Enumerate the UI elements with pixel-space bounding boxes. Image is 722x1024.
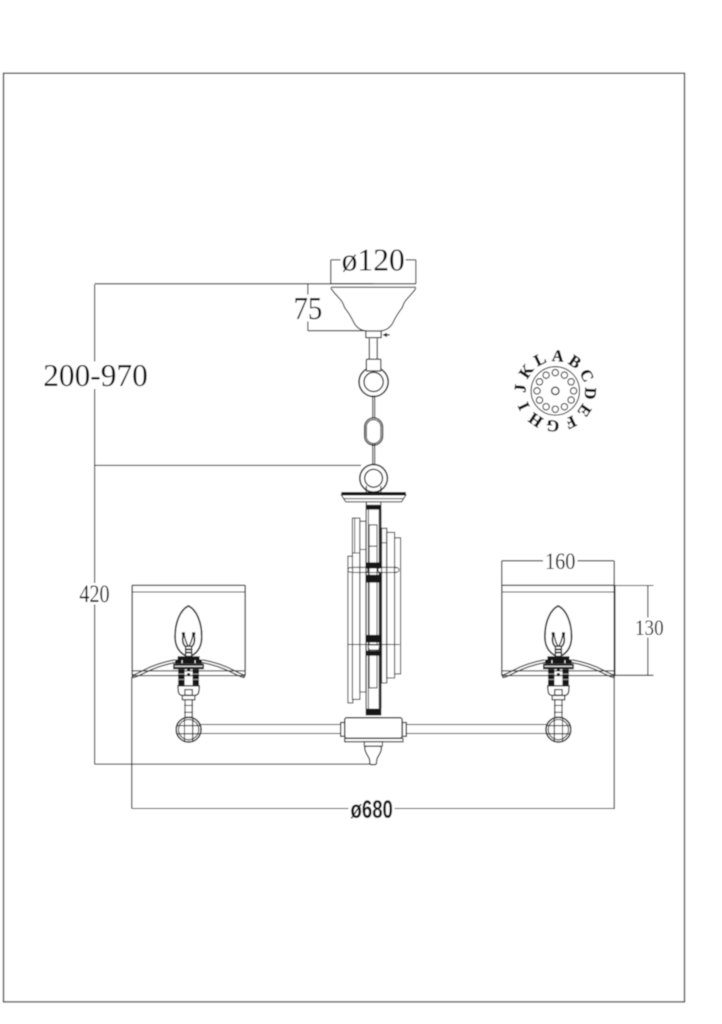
svg-text:130: 130 bbox=[635, 615, 664, 640]
svg-text:160: 160 bbox=[545, 549, 576, 575]
svg-text:ø120: ø120 bbox=[342, 243, 405, 278]
svg-text:200-970: 200-970 bbox=[43, 358, 148, 393]
svg-text:75: 75 bbox=[294, 291, 323, 326]
svg-text:ø680: ø680 bbox=[351, 796, 393, 824]
svg-text:J: J bbox=[510, 384, 530, 394]
svg-text:G: G bbox=[546, 416, 560, 436]
svg-text:A: A bbox=[551, 346, 564, 366]
svg-text:420: 420 bbox=[79, 581, 109, 608]
svg-text:D: D bbox=[581, 387, 601, 400]
